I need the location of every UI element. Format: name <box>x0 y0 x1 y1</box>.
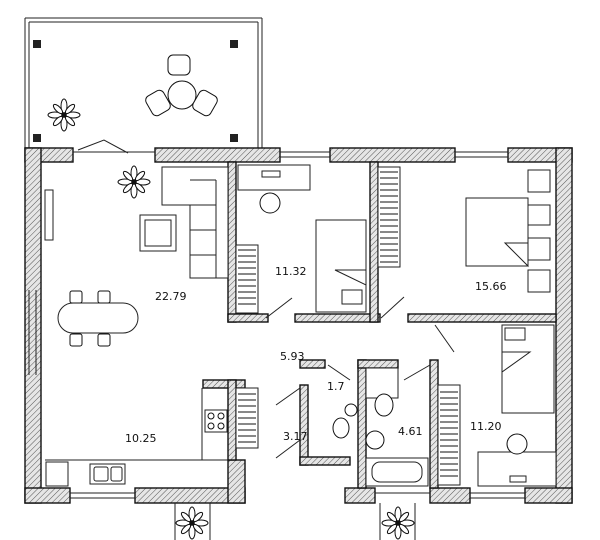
room-area-bedroom-small: 11.20 <box>470 420 502 433</box>
windows <box>28 139 525 499</box>
room-area-bathroom: 4.61 <box>398 425 423 438</box>
living-furniture <box>44 165 229 347</box>
room-area-study: 11.32 <box>275 265 307 278</box>
terrace <box>24 17 263 150</box>
closets <box>235 166 461 486</box>
doors <box>265 296 455 459</box>
room-area-storage: 3.17 <box>283 430 308 443</box>
plant-icon <box>381 506 415 540</box>
room-area-kitchen: 10.25 <box>125 432 157 445</box>
kitchen-furniture <box>45 388 228 487</box>
plant-icon <box>175 506 209 540</box>
bedroom-small-furniture <box>477 324 557 487</box>
bath-fixtures <box>332 367 429 487</box>
plant-icon <box>117 165 151 199</box>
study-furniture <box>237 164 367 313</box>
patio-furniture <box>145 54 218 117</box>
plant-icon <box>47 98 81 132</box>
room-area-wc: 1.7 <box>327 380 345 393</box>
room-area-living: 22.79 <box>155 290 187 303</box>
bedroom-main-furniture <box>465 169 551 293</box>
room-area-bedroom-main: 15.66 <box>475 280 507 293</box>
room-area-hall: 5.93 <box>280 350 305 363</box>
exterior-walls <box>24 147 573 504</box>
